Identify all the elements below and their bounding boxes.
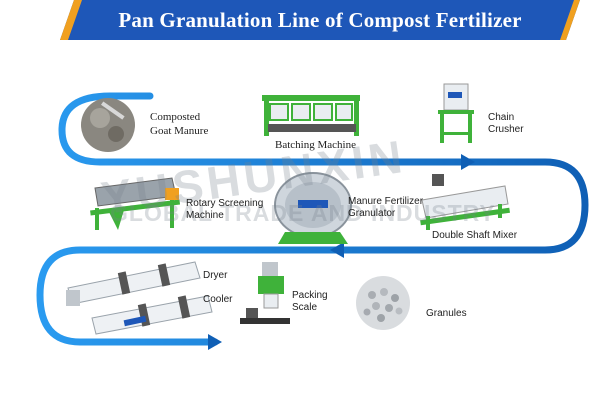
batching-machine-icon — [262, 95, 360, 136]
rotary-dryer-icon — [66, 261, 201, 306]
label-line: Composted — [150, 111, 201, 123]
step-label-screening: Rotary Screening Machine — [186, 198, 263, 222]
granules-icon — [356, 276, 410, 330]
step-label-granulator: Manure Fertilizer Granulator — [348, 196, 423, 220]
label-line: Goat Manure — [150, 125, 209, 137]
step-label-granules: Granules — [426, 308, 467, 320]
banner-shape — [60, 0, 580, 40]
step-label-batching: Batching Machine — [275, 138, 356, 152]
pan-granulator-icon — [274, 172, 352, 244]
manure-pile-icon — [81, 98, 135, 152]
step-label-crusher: Chain Crusher — [488, 112, 524, 136]
flow-line — [36, 92, 589, 346]
label-line: Scale — [292, 302, 318, 313]
arrow-icon — [208, 334, 222, 350]
label-line: Packing — [292, 290, 328, 301]
step-label-dryer: Dryer — [203, 270, 227, 282]
label-line: Double Shaft Mixer — [432, 230, 518, 241]
step-label-packing: Packing Scale — [292, 290, 328, 314]
double-shaft-mixer-icon — [420, 174, 510, 230]
label-line: Crusher — [488, 124, 524, 135]
chain-crusher-icon — [438, 83, 474, 143]
label-line: Batching Machine — [275, 139, 356, 151]
rotary-cooler-icon — [91, 295, 213, 335]
arrow-icon — [461, 154, 475, 170]
label-line: Granulator — [348, 208, 396, 219]
label-line: Machine — [186, 210, 224, 221]
label-line: Granules — [426, 308, 467, 319]
label-line: Rotary Screening — [186, 198, 264, 209]
label-line: Dryer — [203, 270, 228, 281]
title-banner: Pan Granulation Line of Compost Fertiliz… — [60, 0, 580, 40]
label-line: Cooler — [203, 294, 233, 305]
page-title: Pan Granulation Line of Compost Fertiliz… — [118, 8, 522, 32]
step-label-cooler: Cooler — [203, 294, 232, 306]
label-line: Manure Fertilizer — [348, 196, 424, 207]
label-line: Chain — [488, 112, 515, 123]
step-label-composted: Composted Goat Manure — [150, 110, 208, 138]
packing-scale-icon — [240, 262, 290, 324]
rotary-screen-icon — [90, 177, 181, 230]
step-label-mixer: Double Shaft Mixer — [432, 230, 517, 242]
arrow-icon — [330, 242, 344, 258]
